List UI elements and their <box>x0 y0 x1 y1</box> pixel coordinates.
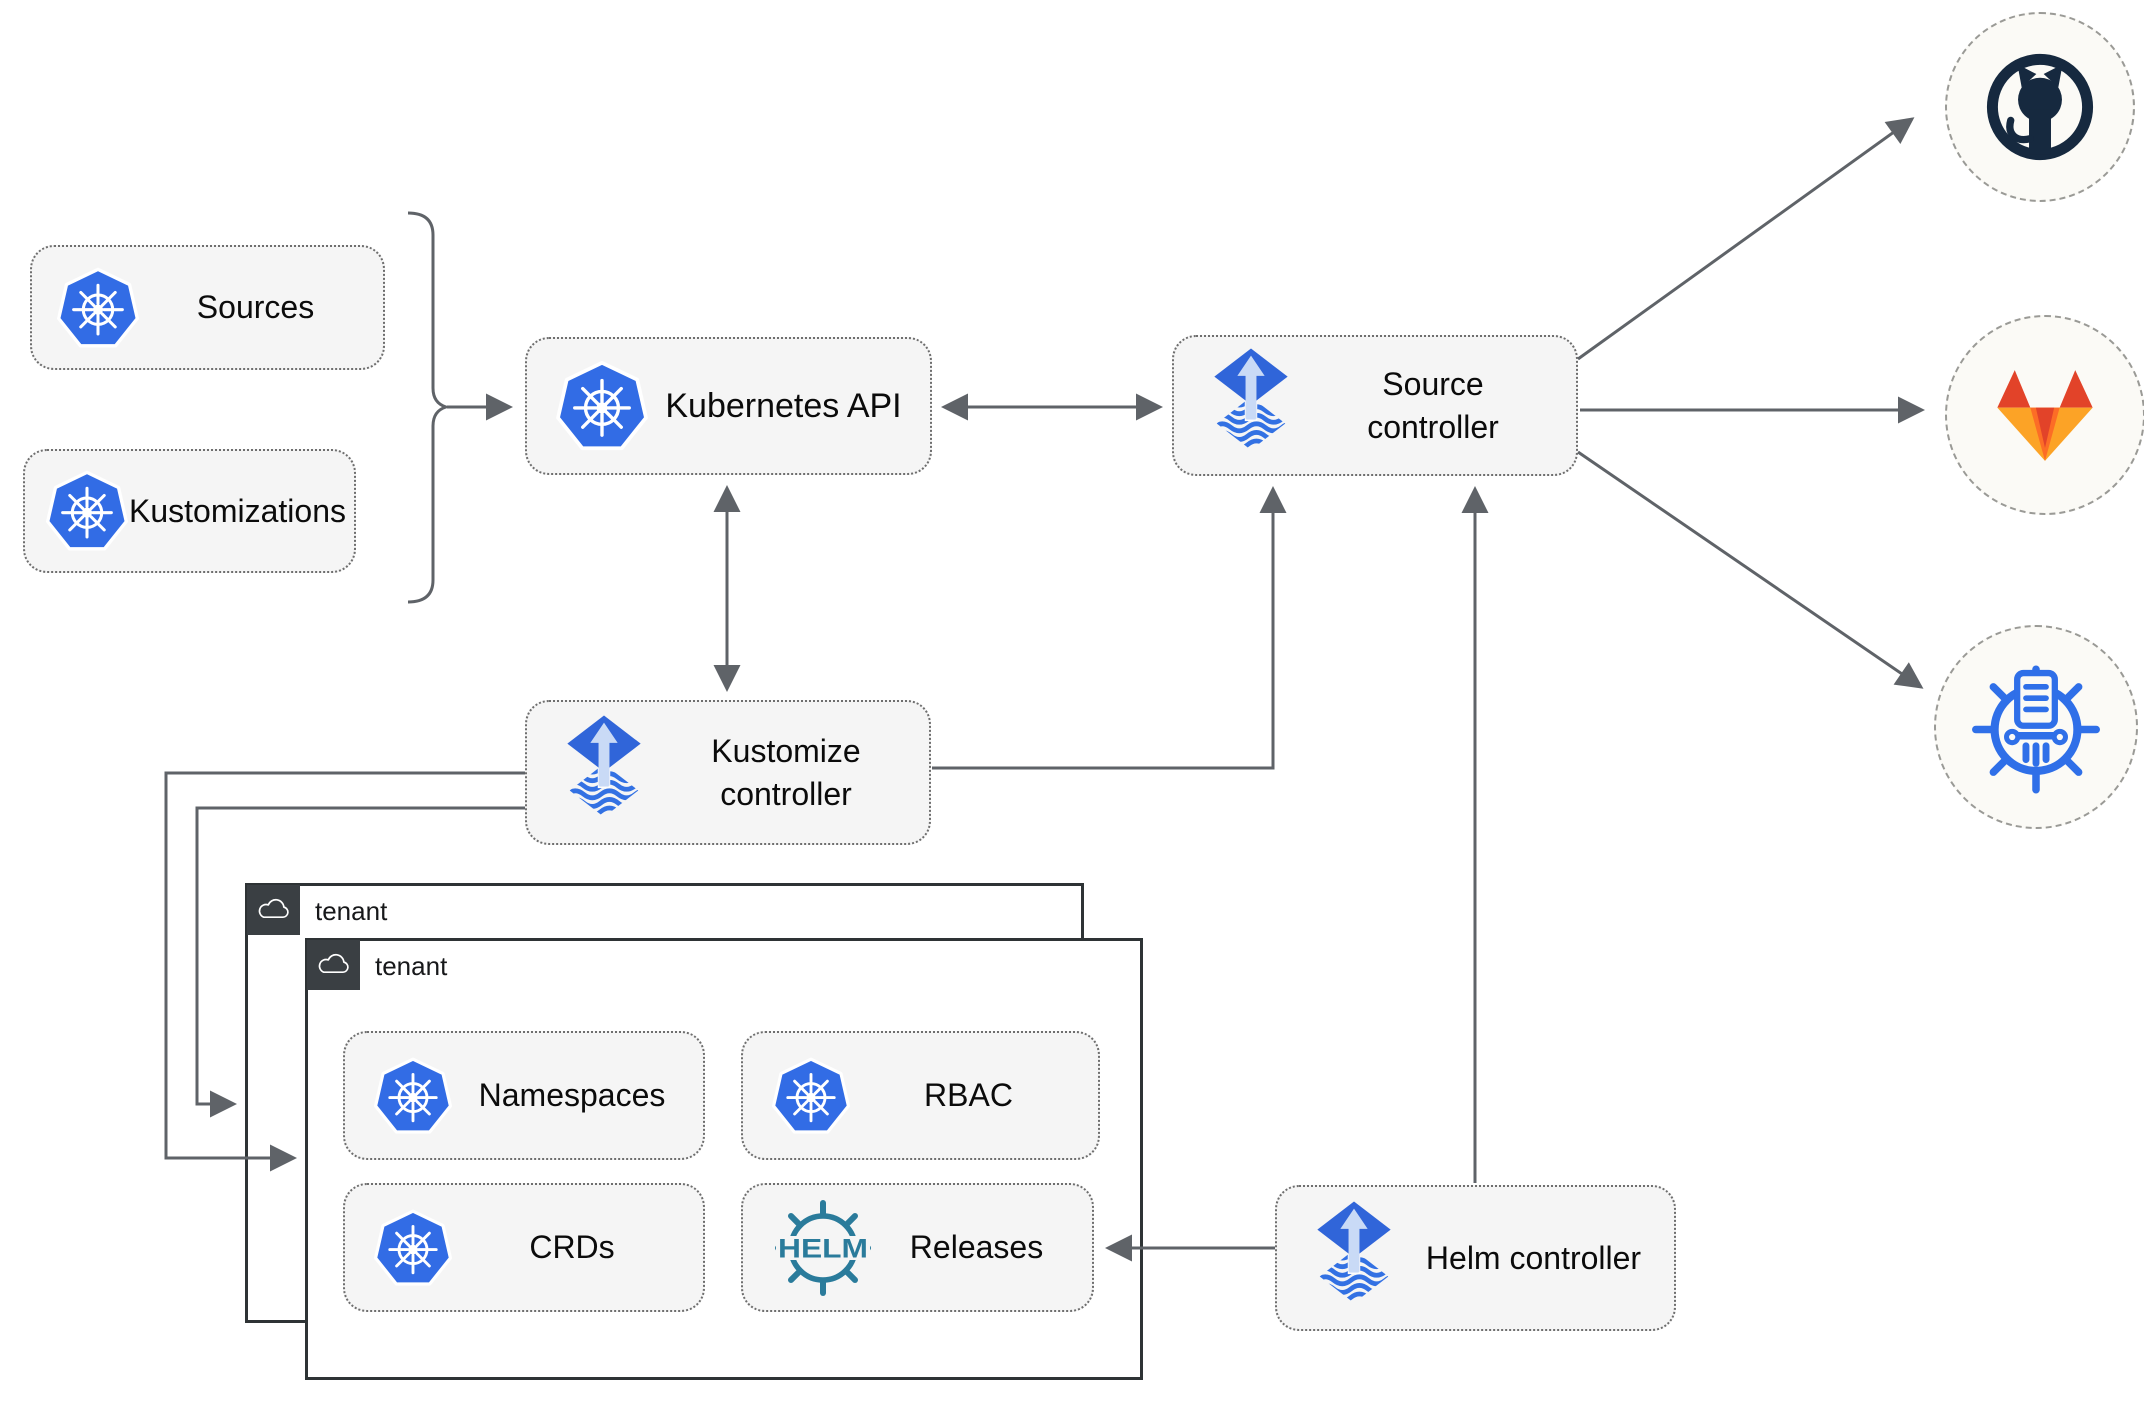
node-helm-controller: Helm controller <box>1275 1185 1676 1331</box>
gitlab-icon <box>1997 370 2093 461</box>
node-source-controller: Source controller <box>1172 335 1578 476</box>
tenant-inner-header <box>307 940 360 990</box>
flux-icon <box>1214 348 1288 450</box>
node-kustomizations: Kustomizations <box>23 449 356 573</box>
tenant-inner-label: tenant <box>375 951 448 981</box>
kubernetes-icon <box>373 1209 453 1286</box>
node-kustomize-controller: Kustomize controller <box>525 700 931 845</box>
node-kustomize-controller-label: Kustomize controller <box>711 733 861 812</box>
flux-icon <box>567 715 641 817</box>
node-kustomizations-label: Kustomizations <box>129 492 346 529</box>
kubernetes-icon <box>46 470 128 551</box>
chartmuseum-icon <box>1972 665 2100 794</box>
node-gitlab <box>1945 315 2144 515</box>
node-namespaces: Namespaces <box>343 1031 705 1160</box>
node-rbac-label: RBAC <box>924 1077 1013 1114</box>
tenant-outer-label: tenant <box>315 896 388 926</box>
node-kubernetes-api: Kubernetes API <box>525 337 932 475</box>
edge-kustomize-to-source <box>932 486 1287 770</box>
flux-icon <box>1317 1201 1391 1303</box>
node-rbac: RBAC <box>741 1031 1100 1160</box>
node-releases: HELM Releases <box>741 1183 1094 1312</box>
kubernetes-icon <box>771 1057 851 1134</box>
node-source-controller-label: Source controller <box>1367 366 1499 445</box>
kubernetes-icon <box>373 1057 453 1134</box>
node-crds-label: CRDs <box>529 1229 615 1266</box>
bracket-sources-group <box>407 211 452 604</box>
helm-icon-text: HELM <box>778 1233 868 1263</box>
node-github <box>1945 12 2135 202</box>
tenant-outer-header <box>247 885 300 935</box>
node-kubernetes-api-label: Kubernetes API <box>665 386 902 425</box>
kubernetes-icon <box>556 360 648 451</box>
edge-source-to-github <box>1577 117 1915 361</box>
github-icon <box>1986 53 2094 161</box>
helm-icon: HELM <box>775 1199 871 1296</box>
node-sources: Sources <box>30 245 385 370</box>
kubernetes-icon <box>57 267 139 347</box>
node-namespaces-label: Namespaces <box>478 1077 666 1114</box>
cloud-icon <box>258 898 289 919</box>
node-helm-controller-label: Helm controller <box>1425 1239 1642 1276</box>
node-sources-label: Sources <box>196 289 315 326</box>
cloud-icon <box>318 953 349 974</box>
node-chartmuseum <box>1934 625 2138 829</box>
node-crds: CRDs <box>343 1183 705 1312</box>
edge-source-to-chartmuseum <box>1577 450 1924 689</box>
node-releases-label: Releases <box>909 1229 1044 1266</box>
